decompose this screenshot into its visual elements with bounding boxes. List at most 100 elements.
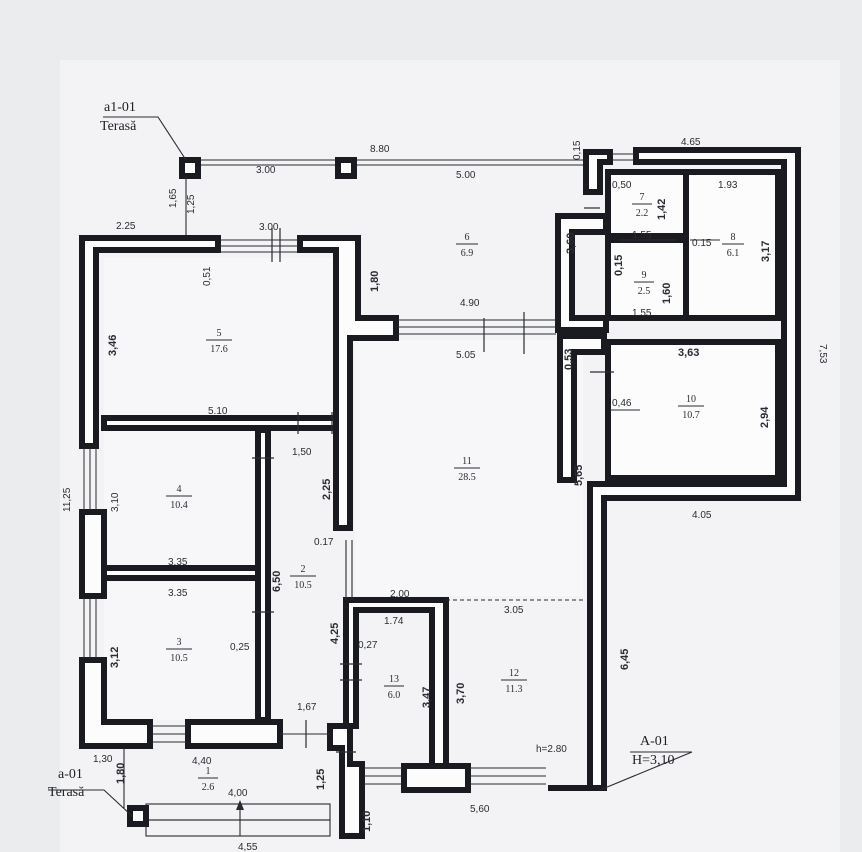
rooms-5-no: 6 [465,232,470,243]
dims-d051: 0,51 [202,266,213,286]
dims-d125b: 1,25 [315,769,327,790]
dims-d510: 5.10 [208,406,228,417]
windows [83,153,634,785]
dims-d425: 4,25 [329,623,341,644]
rooms-7-no: 8 [731,232,736,243]
dims-d294: 2,94 [759,406,771,428]
interior-partitions [101,415,584,769]
dims-d110: 1,10 [361,811,373,832]
dims-d225a: 2.25 [116,221,136,232]
rooms-0-area: 2.6 [202,782,215,793]
dims-d335b: 3.35 [168,588,188,599]
dims-d150: 1,50 [292,447,312,458]
dims-d560: 5,60 [470,804,490,815]
rooms-9-no: 10 [686,394,696,405]
rooms-7-area: 6.1 [727,248,740,259]
rooms-8-area: 2.5 [638,286,651,297]
dims-d046: 0,46 [612,398,632,409]
rooms-4-area: 17.6 [210,344,228,355]
rooms-10-no: 11 [462,456,472,467]
room-9: 92.5 [634,270,654,297]
rooms-11-area: 11.3 [505,684,522,695]
section-height: H=3,10 [632,753,675,768]
dims-d465: 4.65 [681,137,701,148]
terrace-top-leader [103,116,187,161]
rooms-2-no: 3 [177,637,182,648]
room-1: 12.6 [198,766,218,793]
dims-d370: 3,70 [455,683,467,704]
dims-d160: 1,60 [661,283,673,304]
dims-d142: 1,42 [656,199,668,220]
rooms-0-no: 1 [206,766,211,777]
terrace-bottom-code: a-01 [58,767,83,782]
section-code: A-01 [640,734,669,749]
dims-d305: 3.05 [504,605,524,616]
dims-d645: 6,45 [619,649,631,670]
dims-d317: 3,17 [760,241,772,262]
dims-d360: 3,60 [565,233,577,254]
dims-d650: 6,50 [271,571,283,592]
room-2: 210.5 [290,564,316,591]
rooms-10-area: 28.5 [458,472,476,483]
section-leader [599,751,693,791]
room-labels: 12.6 210.5 310.5 410.4 517.6 66.9 72.2 8… [166,192,744,793]
dimensions-vertical: 0,15 1,65 1,25 0,51 1,80 3,46 3,60 1,42 … [62,140,828,832]
dims-d400: 4,00 [228,788,248,799]
room-3: 310.5 [166,637,192,664]
terrace-top-code: a1-01 [104,100,136,115]
dims-d312: 3,12 [109,647,121,668]
room-5: 517.6 [206,328,232,355]
rooms-12-no: 13 [389,674,399,685]
dims-d347: 3,47 [421,687,433,708]
terrace-bottom [123,748,331,837]
terrace-column-mid [335,157,357,179]
terrace-bottom-name: Terasă [48,785,85,800]
room-6: 66.9 [456,232,478,259]
room-13: 136.0 [384,674,404,701]
rooms-1-area: 10.5 [294,580,312,591]
rooms-3-area: 10.4 [170,500,188,511]
ceiling-height: h=2.80 [536,744,567,755]
rooms-11-no: 12 [509,668,519,679]
dims-d015a: 0,15 [572,140,583,160]
dims-d300b: 3.00 [259,222,279,233]
room-11: 11 28.5 [454,456,480,483]
dims-d025: 0,25 [230,642,250,653]
dims-d753: 7,53 [817,344,828,364]
rooms-6-area: 2.2 [636,208,649,219]
dims-d440: 4,40 [192,756,212,767]
dims-d155b: 1.55 [632,308,652,319]
dims-d363: 3,63 [678,347,699,359]
dims-d050: 0,50 [612,180,632,191]
dims-d155a: 1.55 [632,230,652,241]
rooms-2-area: 10.5 [170,653,188,664]
dims-d300: 3.00 [256,165,276,176]
rooms-9-area: 10.7 [682,410,700,421]
rooms-5-area: 6.9 [461,248,474,259]
dims-d053: 0,53 [563,349,575,370]
dims-d174: 1.74 [384,616,404,627]
dims-d015c: 0.15 [692,238,712,249]
dims-d130: 1,30 [93,754,113,765]
dims-d346: 3,46 [107,335,119,356]
room-10: 10 10.7 [678,394,704,421]
dimensions-horizontal: 8.80 3.00 5.00 4.65 2.25 3.00 0,50 1.93 … [93,137,738,852]
door-marks [252,207,614,753]
dims-d455: 4,55 [238,842,258,852]
dims-d180a: 1,80 [369,271,381,292]
rooms-8-no: 9 [642,270,647,281]
rooms-4-no: 5 [217,328,222,339]
dims-d405: 4.05 [692,510,712,521]
room-4: 410.4 [166,484,192,511]
dims-d310: 3,10 [110,492,121,512]
dims-d015b: 0,15 [613,255,625,276]
dims-d165: 1,65 [168,188,179,208]
room-7: 72.2 [632,192,652,219]
dims-d500: 5.00 [456,170,476,181]
dims-d180b: 1,80 [115,763,127,784]
dims-d167: 1,67 [297,702,317,713]
dims-d125a: 1,25 [186,194,197,214]
dims-d017: 0.17 [314,537,334,548]
rooms-1-no: 2 [301,564,306,575]
rooms-12-area: 6.0 [388,690,401,701]
